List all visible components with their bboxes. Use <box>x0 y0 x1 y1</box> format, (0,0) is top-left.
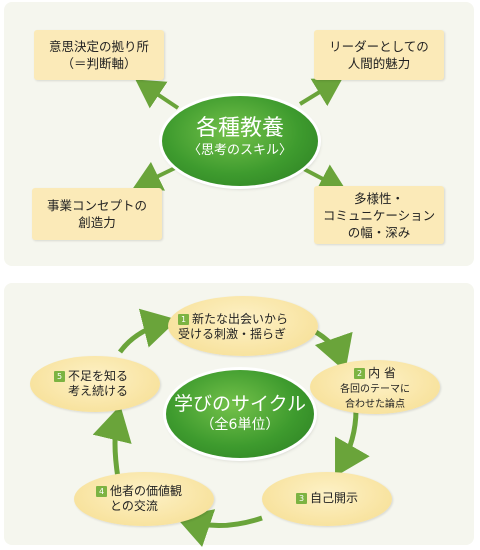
cycle-node-4-line2: との交流 <box>110 499 158 513</box>
cycle-num-3: 3 <box>295 493 307 504</box>
box-diversity-line3: の幅・深み <box>347 225 411 240</box>
cycle-node-5-line1: 不足を知る <box>68 369 129 383</box>
arrow-to-leadership <box>298 77 343 107</box>
cycle-node-1-line1: 新たな出会いから <box>192 312 289 326</box>
cycle-node-2-line2: 各回のテーマに <box>340 384 410 395</box>
center-skills-title: 各種教養 <box>195 116 284 141</box>
arrow-2-to-3 <box>335 409 370 477</box>
arrow-1-to-2 <box>310 327 353 372</box>
arrow-5-to-1 <box>117 308 178 354</box>
cycle-num-2: 2 <box>354 368 366 379</box>
cycle-node-2-line1: 内 省 <box>368 366 396 380</box>
cycle-num-4: 4 <box>96 486 107 497</box>
arrow-to-decision <box>135 79 180 110</box>
center-skills: 各種教養 〈思考のスキル〉 <box>162 96 318 186</box>
cycle-node-1-line2: 受ける刺激・揺らぎ <box>178 327 287 341</box>
cycle-node-5-line2: 考え続ける <box>68 384 129 398</box>
box-concept: 事業コンセプトの 創造力 <box>32 188 162 240</box>
center-cycle-subtitle: （全6単位） <box>200 417 280 433</box>
box-concept-line2: 創造力 <box>78 215 116 230</box>
cycle-node-4-line1: 他者の価値観 <box>110 484 183 498</box>
cycle-num-1: 1 <box>178 314 189 325</box>
arrow-to-concept <box>132 161 176 191</box>
center-cycle: 学びのサイクル （全6単位） <box>166 370 314 458</box>
box-decision-line2: （＝判断軸） <box>61 56 137 71</box>
cycle-node-3-line1: 自己開示 <box>309 491 358 505</box>
box-diversity-line1: 多様性・ <box>353 191 404 206</box>
arrow-4-to-5 <box>92 405 132 479</box>
box-diversity-line2: コミュニケーション <box>322 208 436 223</box>
box-diversity: 多様性・ コミュニケーション の幅・深み <box>314 186 444 244</box>
box-leadership-line2: 人間的魅力 <box>347 56 411 71</box>
center-cycle-title: 学びのサイクル <box>173 393 307 415</box>
box-decision: 意思決定の拠り所 （＝判断軸） <box>34 30 164 80</box>
arrow-to-diversity <box>301 164 348 193</box>
box-leadership-line1: リーダーとしての <box>329 39 429 54</box>
box-leadership: リーダーとしての 人間的魅力 <box>314 30 444 80</box>
center-skills-subtitle: 〈思考のスキル〉 <box>187 143 292 158</box>
cycle-node-2-line3: 合わせた論点 <box>345 399 405 410</box>
arrow-3-to-4 <box>175 509 263 548</box>
cycle-num-5: 5 <box>54 371 65 382</box>
box-decision-line1: 意思決定の拠り所 <box>48 39 149 54</box>
box-concept-line1: 事業コンセプトの <box>46 198 147 213</box>
